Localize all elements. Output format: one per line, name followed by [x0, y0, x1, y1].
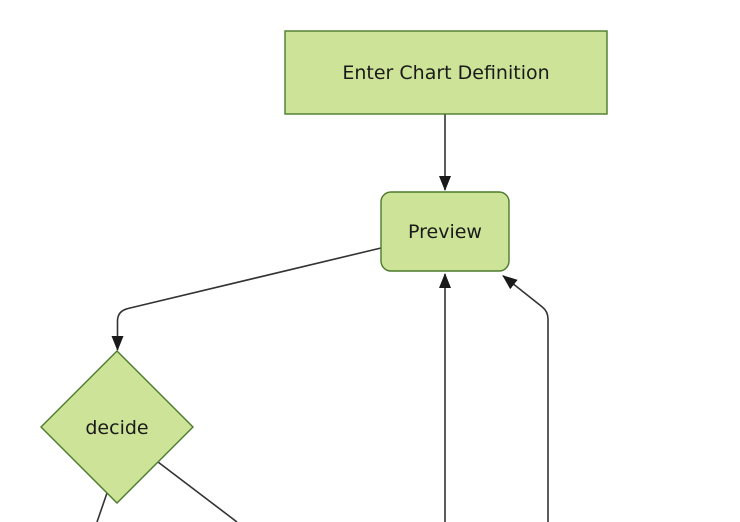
preview-box	[380, 191, 510, 272]
node-layer: Enter Chart Definition Preview decide	[40, 30, 608, 504]
edge-layer	[96, 114, 549, 522]
edge-preview-to-decide	[111, 247, 382, 351]
node-decide: decide	[40, 350, 194, 504]
preview-label: Preview	[408, 221, 482, 243]
node-preview: Preview	[380, 191, 510, 272]
edge-decide-to-offscreen-bottom-left	[96, 492, 108, 522]
decide-label: decide	[85, 417, 148, 439]
decide-diamond	[40, 350, 194, 504]
enter-chart-definition-label: Enter Chart Definition	[342, 62, 549, 84]
edge-offscreen-bottom-right-to-preview	[502, 275, 549, 522]
enter-chart-definition-box	[284, 30, 608, 115]
edge-decide-to-offscreen-bottom-right	[157, 461, 238, 522]
node-enter-chart-definition: Enter Chart Definition	[284, 30, 608, 115]
